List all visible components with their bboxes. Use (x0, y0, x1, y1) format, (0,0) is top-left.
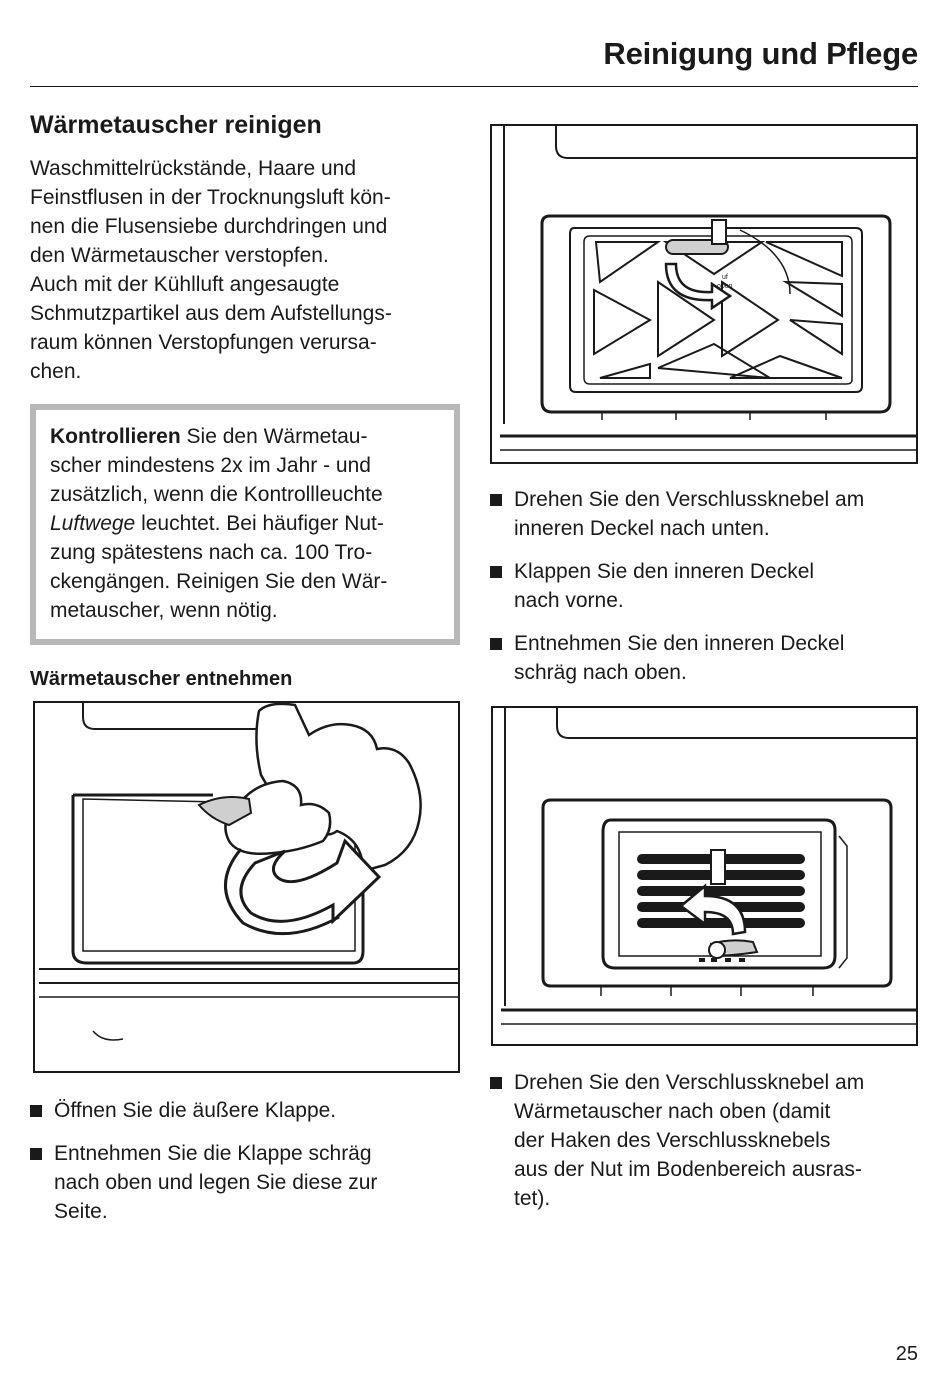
intro-line: Waschmittelrückstände, Haare und (30, 157, 357, 180)
step-list-inner-cover: Drehen Sie den Verschlussknebel am inner… (490, 485, 920, 701)
notice-line-rest: leuchtet. Bei häufiger Nut- (135, 512, 384, 535)
bullet-square-icon (30, 1148, 42, 1160)
bullet-square-icon (490, 1077, 502, 1089)
notice-line: ckengängen. Reinigen Sie den Wär- (50, 570, 388, 593)
step-line: Wärmetauscher nach oben (damit (514, 1100, 831, 1123)
inner-cover-illustration: uf open (490, 124, 918, 464)
heat-exchanger-fins (637, 854, 805, 928)
step-line: Klappen Sie den inneren Deckel (514, 560, 815, 583)
figure-heat-exchanger (491, 706, 918, 1046)
intro-line: nen die Flusensiebe durchdringen und (30, 215, 388, 238)
subsection-title: Wärmetauscher entnehmen (30, 668, 293, 690)
notice-italic-word: Luftwege (50, 512, 136, 535)
list-item: Drehen Sie den Verschlussknebel am Wärme… (490, 1068, 920, 1213)
notice-line: zusätzlich, wenn die Kontrollleuchte (50, 483, 383, 506)
bullet-square-icon (490, 566, 502, 578)
notice-line: metauscher, wenn nötig. (50, 599, 278, 622)
list-item: Entnehmen Sie den inneren Deckel schräg … (490, 629, 920, 687)
step-line: Entnehmen Sie den inneren Deckel (514, 632, 845, 655)
step-line: tet). (514, 1187, 551, 1210)
list-item: Entnehmen Sie die Klappe schräg nach obe… (30, 1139, 460, 1226)
heat-exchanger-illustration (491, 706, 918, 1046)
step-line: der Haken des Verschlussknebels (514, 1129, 831, 1152)
list-item: Klappen Sie den inneren Deckel nach vorn… (490, 557, 920, 615)
section-title: Wärmetauscher reinigen (30, 111, 322, 139)
step-line: inneren Deckel nach unten. (514, 517, 770, 540)
notice-line: scher mindestens 2x im Jahr - und (50, 454, 371, 477)
intro-line: raum können Verstopfungen verursa- (30, 331, 377, 354)
step-line: Drehen Sie den Verschlussknebel am (514, 1071, 865, 1094)
bullet-square-icon (490, 494, 502, 506)
notice-box: Kontrollieren Sie den Wärmetau- scher mi… (30, 404, 460, 645)
list-item: Drehen Sie den Verschlussknebel am inner… (490, 485, 920, 543)
bullet-square-icon (490, 638, 502, 650)
outer-flap-illustration (33, 701, 460, 1073)
intro-line: chen. (30, 360, 82, 383)
intro-line: Feinstflusen in der Trocknungsluft kön- (30, 186, 391, 209)
intro-paragraph: Waschmittelrückstände, Haare und Feinstf… (30, 154, 460, 386)
page-title: Reinigung und Pflege (603, 36, 918, 71)
notice-line-rest: Sie den Wärmetau- (180, 425, 368, 448)
figure-inner-cover: uf open (490, 124, 918, 464)
page-number: 25 (895, 1343, 918, 1365)
figure-outer-flap (33, 701, 460, 1073)
left-column: Wärmetauscher reinigen Waschmittelrückst… (30, 110, 460, 691)
step-line: schräg nach oben. (514, 661, 687, 684)
step-line: nach oben und legen Sie diese zur (54, 1171, 378, 1194)
step-list-heat-exchanger: Drehen Sie den Verschlussknebel am Wärme… (490, 1068, 920, 1227)
step-line: nach vorne. (514, 589, 624, 612)
open-arrow-icon (239, 838, 382, 925)
notice-line: zung spätestens nach ca. 100 Tro- (50, 541, 373, 564)
intro-line: Auch mit der Kühlluft angesaugte (30, 273, 340, 296)
step-line: Seite. (54, 1200, 108, 1223)
step-line: Entnehmen Sie die Klappe schräg (54, 1142, 372, 1165)
bullet-square-icon (30, 1105, 42, 1117)
notice-bold-word: Kontrollieren (50, 425, 181, 448)
step-line: Drehen Sie den Verschlussknebel am (514, 488, 865, 511)
intro-line: den Wärmetauscher verstopfen. (30, 244, 329, 267)
notice-text: Kontrollieren Sie den Wärmetau- scher mi… (50, 422, 440, 625)
notice-line: Kontrollieren Sie den Wärmetau- (50, 422, 440, 451)
list-item: Öffnen Sie die äußere Klappe. (30, 1096, 460, 1125)
rotate-down-arrow-icon (664, 262, 733, 311)
dial-label: uf (722, 274, 728, 281)
step-line: Öffnen Sie die äußere Klappe. (54, 1099, 337, 1122)
step-line: aus der Nut im Bodenbereich ausras- (514, 1158, 862, 1181)
rotate-up-arrow-icon (678, 883, 747, 936)
intro-line: Schmutzpartikel aus dem Aufstellungs- (30, 302, 392, 325)
step-list-outer-flap: Öffnen Sie die äußere Klappe. Entnehmen … (30, 1096, 460, 1240)
latch-icon (197, 796, 253, 827)
notice-line: Luftwege leuchtet. Bei häufiger Nut- (50, 509, 440, 538)
page-header: Reinigung und Pflege (30, 30, 918, 87)
dial-label: open (717, 283, 733, 290)
